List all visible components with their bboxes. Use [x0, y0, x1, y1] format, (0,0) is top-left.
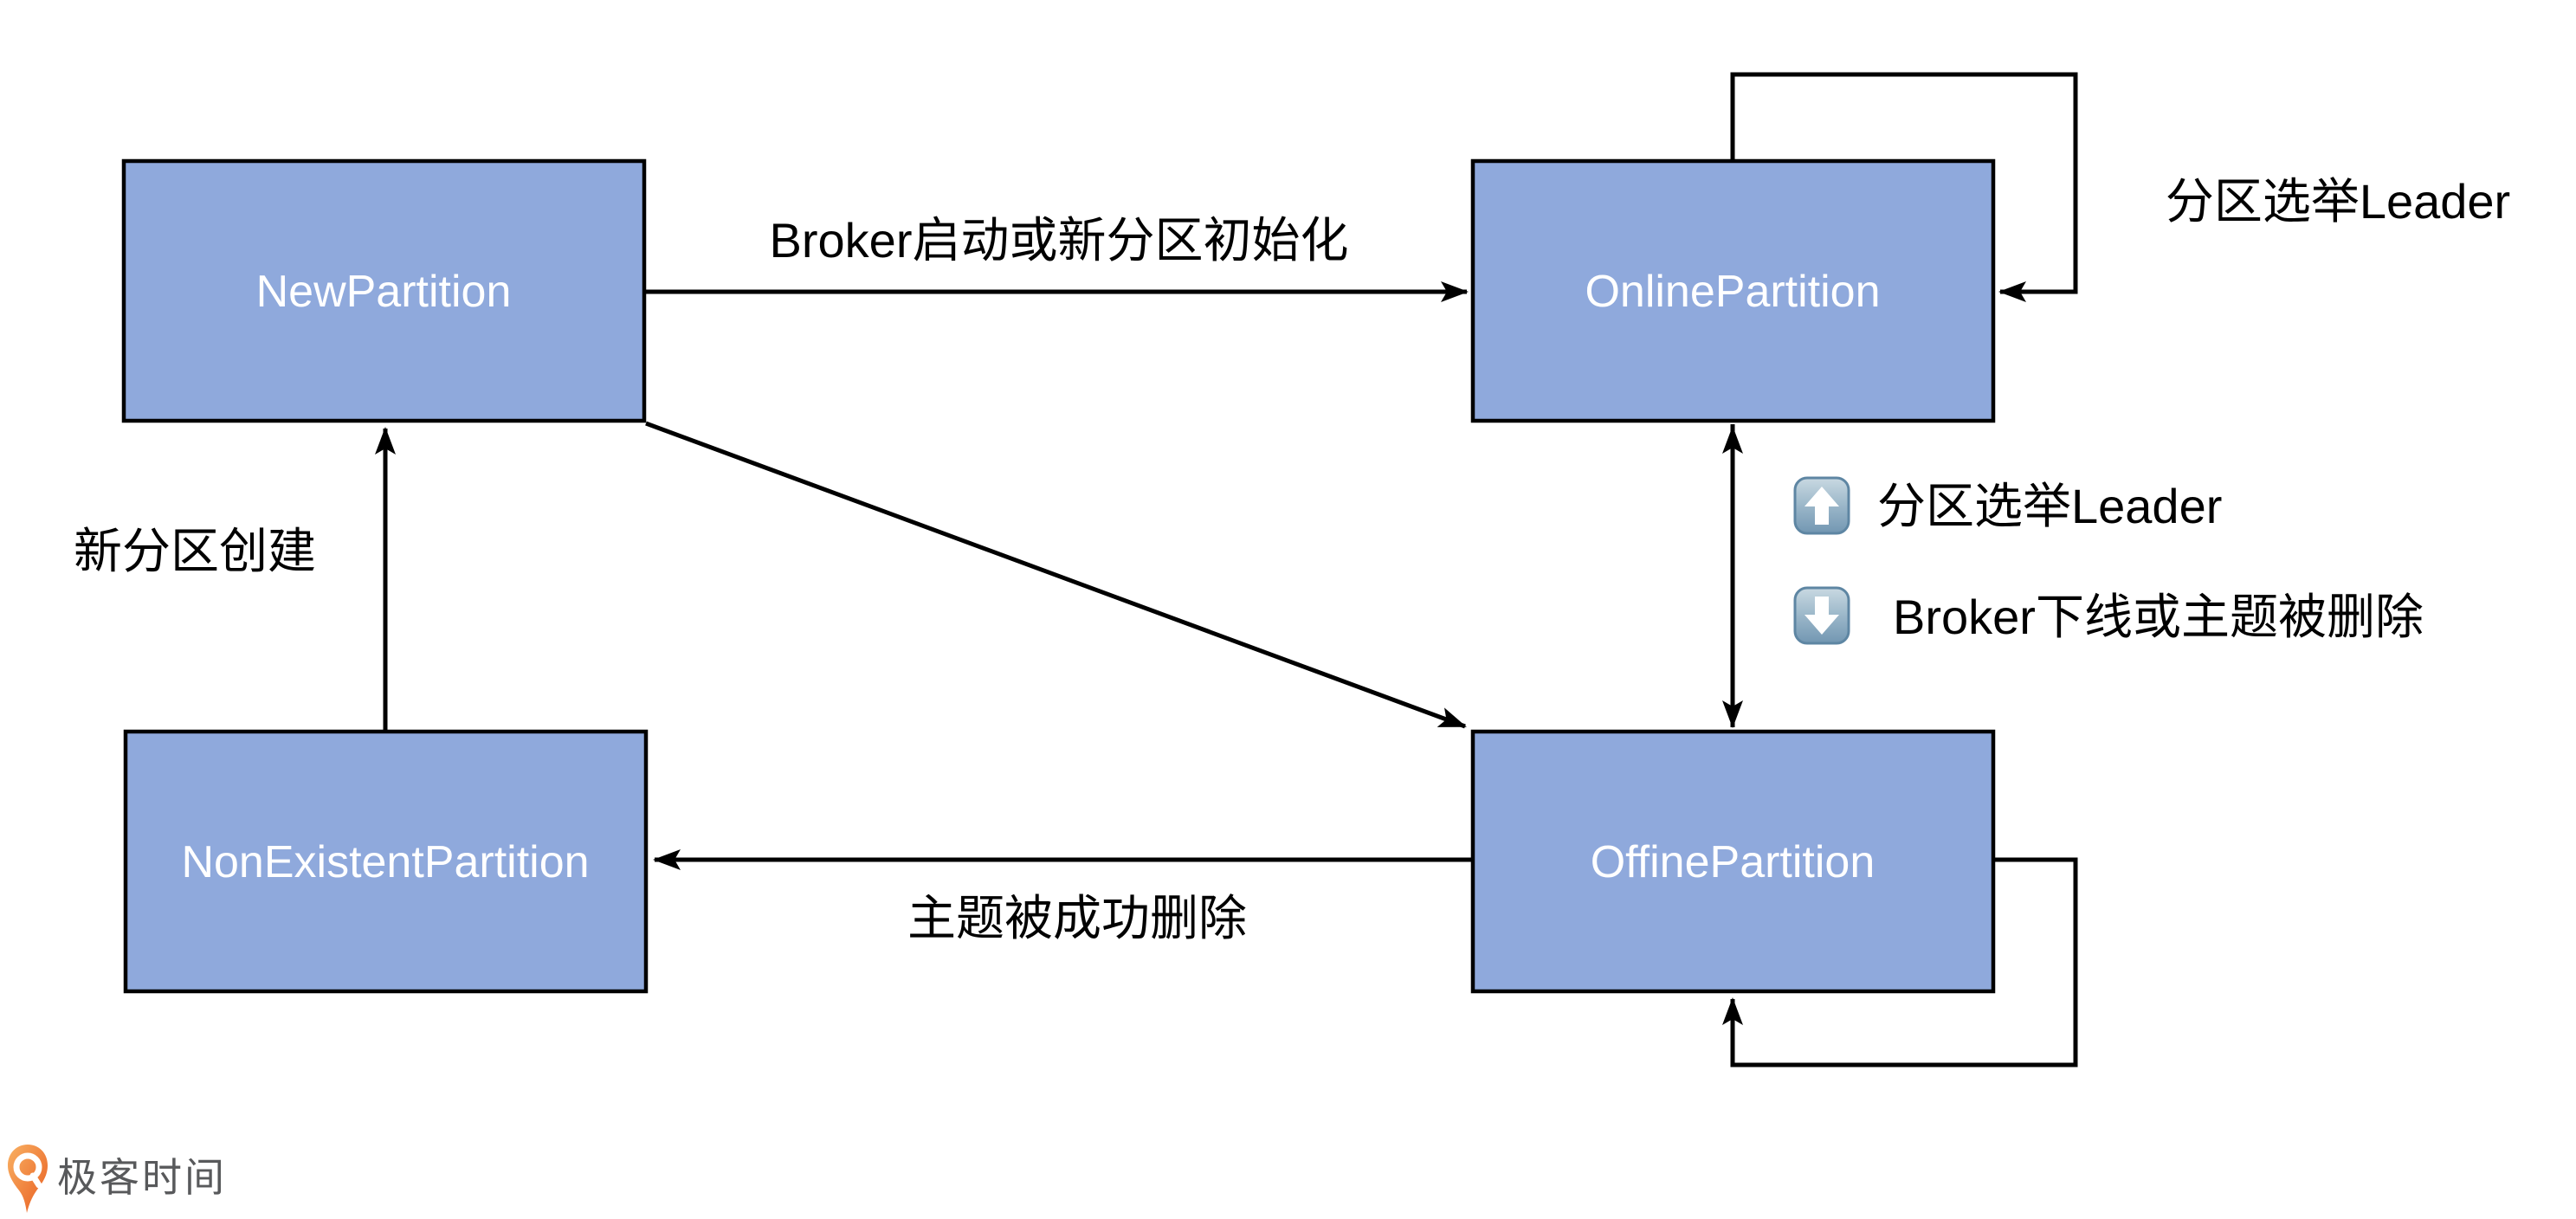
edge-label-online-to-offline-down: Broker下线或主题被删除: [1893, 590, 2424, 644]
node-nonexistent-partition-label: NonExistentPartition: [181, 837, 589, 887]
node-nonexistent-partition: [123, 729, 649, 994]
geektime-pin-inner-ring: [13, 1152, 42, 1182]
down-arrow-glyph: [1804, 597, 1839, 635]
node-online-partition: [1470, 158, 1996, 423]
brand-name: 极客时间: [57, 1155, 227, 1200]
node-new-partition: [121, 158, 647, 423]
geektime-pin-ring-tail: [29, 1172, 42, 1189]
edge-online-self-loop: [1730, 72, 2078, 302]
brand-logo: 极客时间: [8, 1145, 227, 1213]
node-online-partition-label: OnlinePartition: [1585, 267, 1880, 317]
edge-label-offline-to-nonexistent: 主题被成功删除: [907, 891, 1247, 945]
edge-label-nonexistent-to-new: 新分区创建: [74, 524, 316, 578]
edge-label-new-to-online: Broker启动或新分区初始化: [770, 213, 1349, 268]
edge-new-to-offline-diagonal: [645, 421, 1467, 729]
node-offline-partition: [1470, 729, 1996, 994]
node-offline-partition-label: OffinePartition: [1591, 837, 1876, 887]
edge-offline-self-loop: [1722, 857, 2078, 1067]
down-arrow-icon: [1793, 586, 1850, 645]
up-arrow-icon: [1793, 476, 1850, 535]
edge-label-online-self-loop: 分区选举Leader: [2166, 174, 2510, 229]
edge-label-offline-to-online-up: 分区选举Leader: [1877, 479, 2222, 533]
node-new-partition-label: NewPartition: [256, 267, 512, 317]
up-arrow-glyph: [1804, 487, 1839, 525]
